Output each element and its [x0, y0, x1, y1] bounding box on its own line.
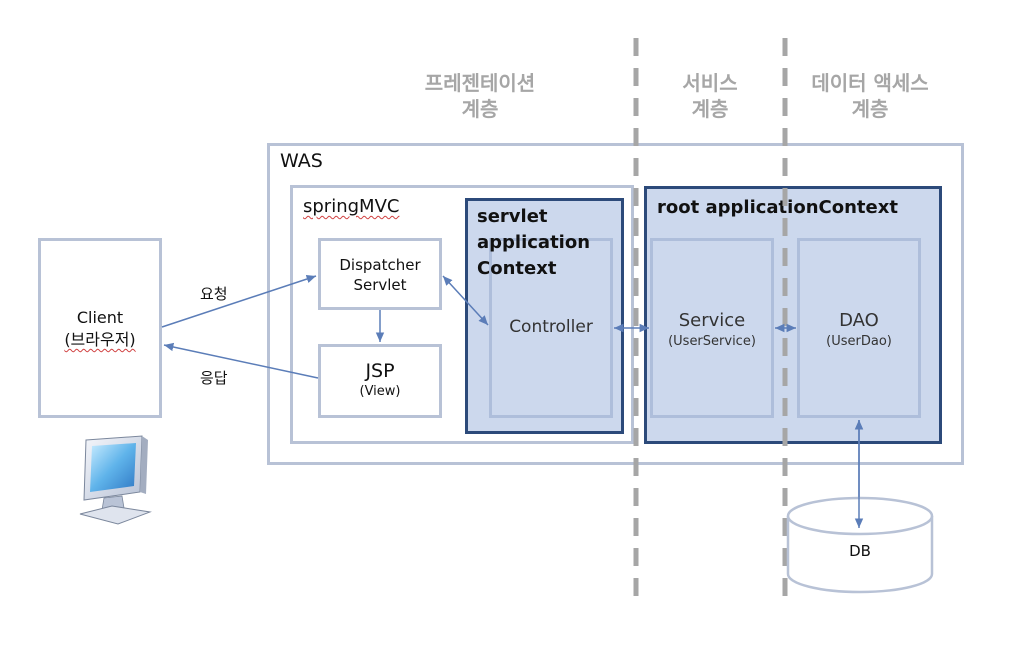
dao-subtitle: (UserDao)	[826, 334, 892, 349]
controller-label: Controller	[509, 317, 593, 337]
servlet-context-line3: Context	[477, 258, 557, 279]
request-label: 요청	[200, 285, 228, 303]
request-arrow	[161, 274, 317, 328]
root-context-label: root applicationContext	[657, 197, 898, 218]
data-access-layer-label: 데이터 액세스 계층	[790, 70, 950, 122]
service-subtitle: (UserService)	[668, 334, 756, 349]
dispatcher-line1: Dispatcher	[339, 256, 421, 274]
servlet-context-line1: servlet	[477, 206, 548, 227]
client-label-line2: (브라우저)	[64, 330, 136, 349]
service-box: Service (UserService)	[650, 238, 774, 418]
dao-title: DAO	[839, 310, 879, 331]
presentation-layer-label: 프레젠테이션 계층	[380, 70, 580, 122]
response-arrow	[163, 342, 319, 379]
presentation-layer-line1: 프레젠테이션	[424, 71, 536, 95]
servlet-context-label: servlet application Context	[477, 204, 590, 282]
dispatcher-controller-arrow	[442, 275, 489, 326]
dispatcher-line2: Servlet	[353, 276, 407, 294]
controller-box: Controller	[489, 238, 613, 418]
client-label-line1: Client	[76, 308, 124, 327]
servlet-context-line2: application	[477, 232, 591, 253]
presentation-layer-line2: 계층	[461, 97, 499, 121]
db-label: DB	[849, 542, 871, 560]
response-label: 응답	[200, 369, 228, 387]
database-cylinder	[786, 420, 934, 594]
service-layer-line1: 서비스	[682, 71, 738, 95]
spring-mvc-label: springMVC	[303, 196, 400, 217]
dao-box: DAO (UserDao)	[797, 238, 921, 418]
client-box: Client (브라우저)	[38, 238, 162, 418]
was-label: WAS	[280, 150, 323, 172]
data-access-layer-line2: 계층	[851, 97, 889, 121]
dispatcher-servlet-box: Dispatcher Servlet	[318, 238, 442, 310]
data-access-layer-line1: 데이터 액세스	[811, 71, 929, 95]
service-layer-line2: 계층	[691, 97, 729, 121]
service-layer-label: 서비스 계층	[650, 70, 770, 122]
monitor-icon	[79, 435, 152, 525]
jsp-box: JSP (View)	[318, 344, 442, 418]
jsp-subtitle: (View)	[359, 384, 401, 399]
service-title: Service	[678, 310, 746, 331]
jsp-title: JSP	[365, 360, 395, 382]
